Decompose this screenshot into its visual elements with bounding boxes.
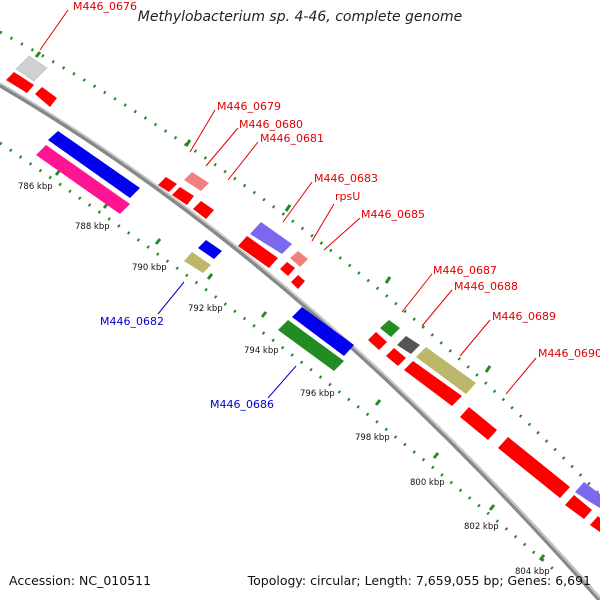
inner-tick-line — [0, 141, 561, 577]
page-title: Methylobacterium sp. 4-46, complete geno… — [137, 9, 463, 25]
gene-khaki-0682[interactable] — [184, 252, 211, 273]
gene-blue-0682[interactable] — [198, 240, 222, 259]
kbp-label: 794 kbp — [244, 346, 279, 356]
gene-red-0689b[interactable] — [404, 361, 462, 406]
gene-blue-0686[interactable] — [292, 307, 354, 356]
gene-red-edge-a[interactable] — [565, 495, 592, 519]
kbp-label: 788 kbp — [75, 222, 110, 232]
kbp-label: 786 kbp — [18, 182, 53, 192]
gene-red-0683b[interactable] — [238, 236, 278, 268]
gene-arrows — [6, 55, 600, 532]
gene-label-m446_0686[interactable]: M446_0686 — [210, 398, 274, 411]
gene-red-0679[interactable] — [158, 177, 177, 192]
gene-purple-0683[interactable] — [250, 222, 292, 254]
gene-magenta-long[interactable] — [36, 145, 130, 214]
kbp-label: 800 kbp — [410, 478, 445, 488]
gene-khaki-0689[interactable] — [416, 347, 476, 394]
kbp-label: 802 kbp — [464, 522, 499, 532]
accession-text: Accession: NC_010511 — [9, 573, 152, 588]
gene-green-0687[interactable] — [380, 320, 400, 337]
gene-red-0690b[interactable] — [498, 437, 570, 498]
kbp-labels: 786 kbp 788 kbp 790 kbp 792 kbp 794 kbp 796 k… — [18, 182, 550, 577]
gene-label-m446_0687[interactable]: M446_0687 — [433, 264, 497, 277]
gene-label-m446_0685[interactable]: M446_0685 — [361, 208, 425, 221]
gene-red-0688b[interactable] — [386, 348, 406, 366]
gene-0676-box[interactable] — [15, 55, 48, 82]
outer-major-ticks — [34, 51, 492, 373]
gene-labels: M446_0676M446_0679M446_0680M446_0681M446… — [73, 0, 600, 411]
gene-green-0686[interactable] — [278, 320, 344, 371]
gene-label-m446_0679[interactable]: M446_0679 — [217, 100, 281, 113]
gene-red-0681[interactable] — [193, 201, 214, 219]
gene-red-0685[interactable] — [291, 275, 305, 289]
gene-red-edge-b[interactable] — [590, 516, 600, 532]
kbp-label: 796 kbp — [300, 389, 335, 399]
gene-red-2[interactable] — [35, 87, 57, 107]
kbp-label: 790 kbp — [132, 263, 167, 273]
gene-red-0687b[interactable] — [368, 332, 387, 350]
gene-purple-edge[interactable] — [575, 482, 600, 508]
gene-red-rpsU-b[interactable] — [280, 262, 295, 276]
gene-pink-rpsU[interactable] — [290, 251, 308, 267]
kbp-label: 792 kbp — [188, 304, 223, 314]
gene-gray-0688[interactable] — [397, 336, 420, 354]
genome-summary-text: Topology: circular; Length: 7,659,055 bp… — [247, 573, 591, 588]
gene-label-m446_0681[interactable]: M446_0681 — [260, 132, 324, 145]
gene-label-m446_0680[interactable]: M446_0680 — [239, 118, 303, 131]
gene-red-0680b[interactable] — [172, 187, 194, 205]
gene-label-m446_0682[interactable]: M446_0682 — [100, 315, 164, 328]
leader-lines — [39, 9, 537, 399]
kbp-label: 804 kbp — [515, 567, 550, 577]
gene-blue-long[interactable] — [48, 131, 140, 198]
gene-label-m446_0690[interactable]: M446_0690 — [538, 347, 600, 360]
kbp-label: 798 kbp — [355, 433, 390, 443]
gene-label-rpsu[interactable]: rpsU — [335, 190, 360, 203]
gene-pink-0680[interactable] — [184, 172, 209, 191]
gene-red-0690a[interactable] — [460, 407, 497, 440]
genome-backbone-highlight — [0, 82, 600, 599]
gene-label-m446_0689[interactable]: M446_0689 — [492, 310, 556, 323]
gene-label-m446_0688[interactable]: M446_0688 — [454, 280, 518, 293]
gene-red-1[interactable] — [6, 72, 34, 93]
gene-label-m446_0683[interactable]: M446_0683 — [314, 172, 378, 185]
gene-label-m446_0676[interactable]: M446_0676 — [73, 0, 137, 13]
inner-major-ticks — [54, 169, 546, 561]
genome-backbone — [0, 82, 600, 600]
